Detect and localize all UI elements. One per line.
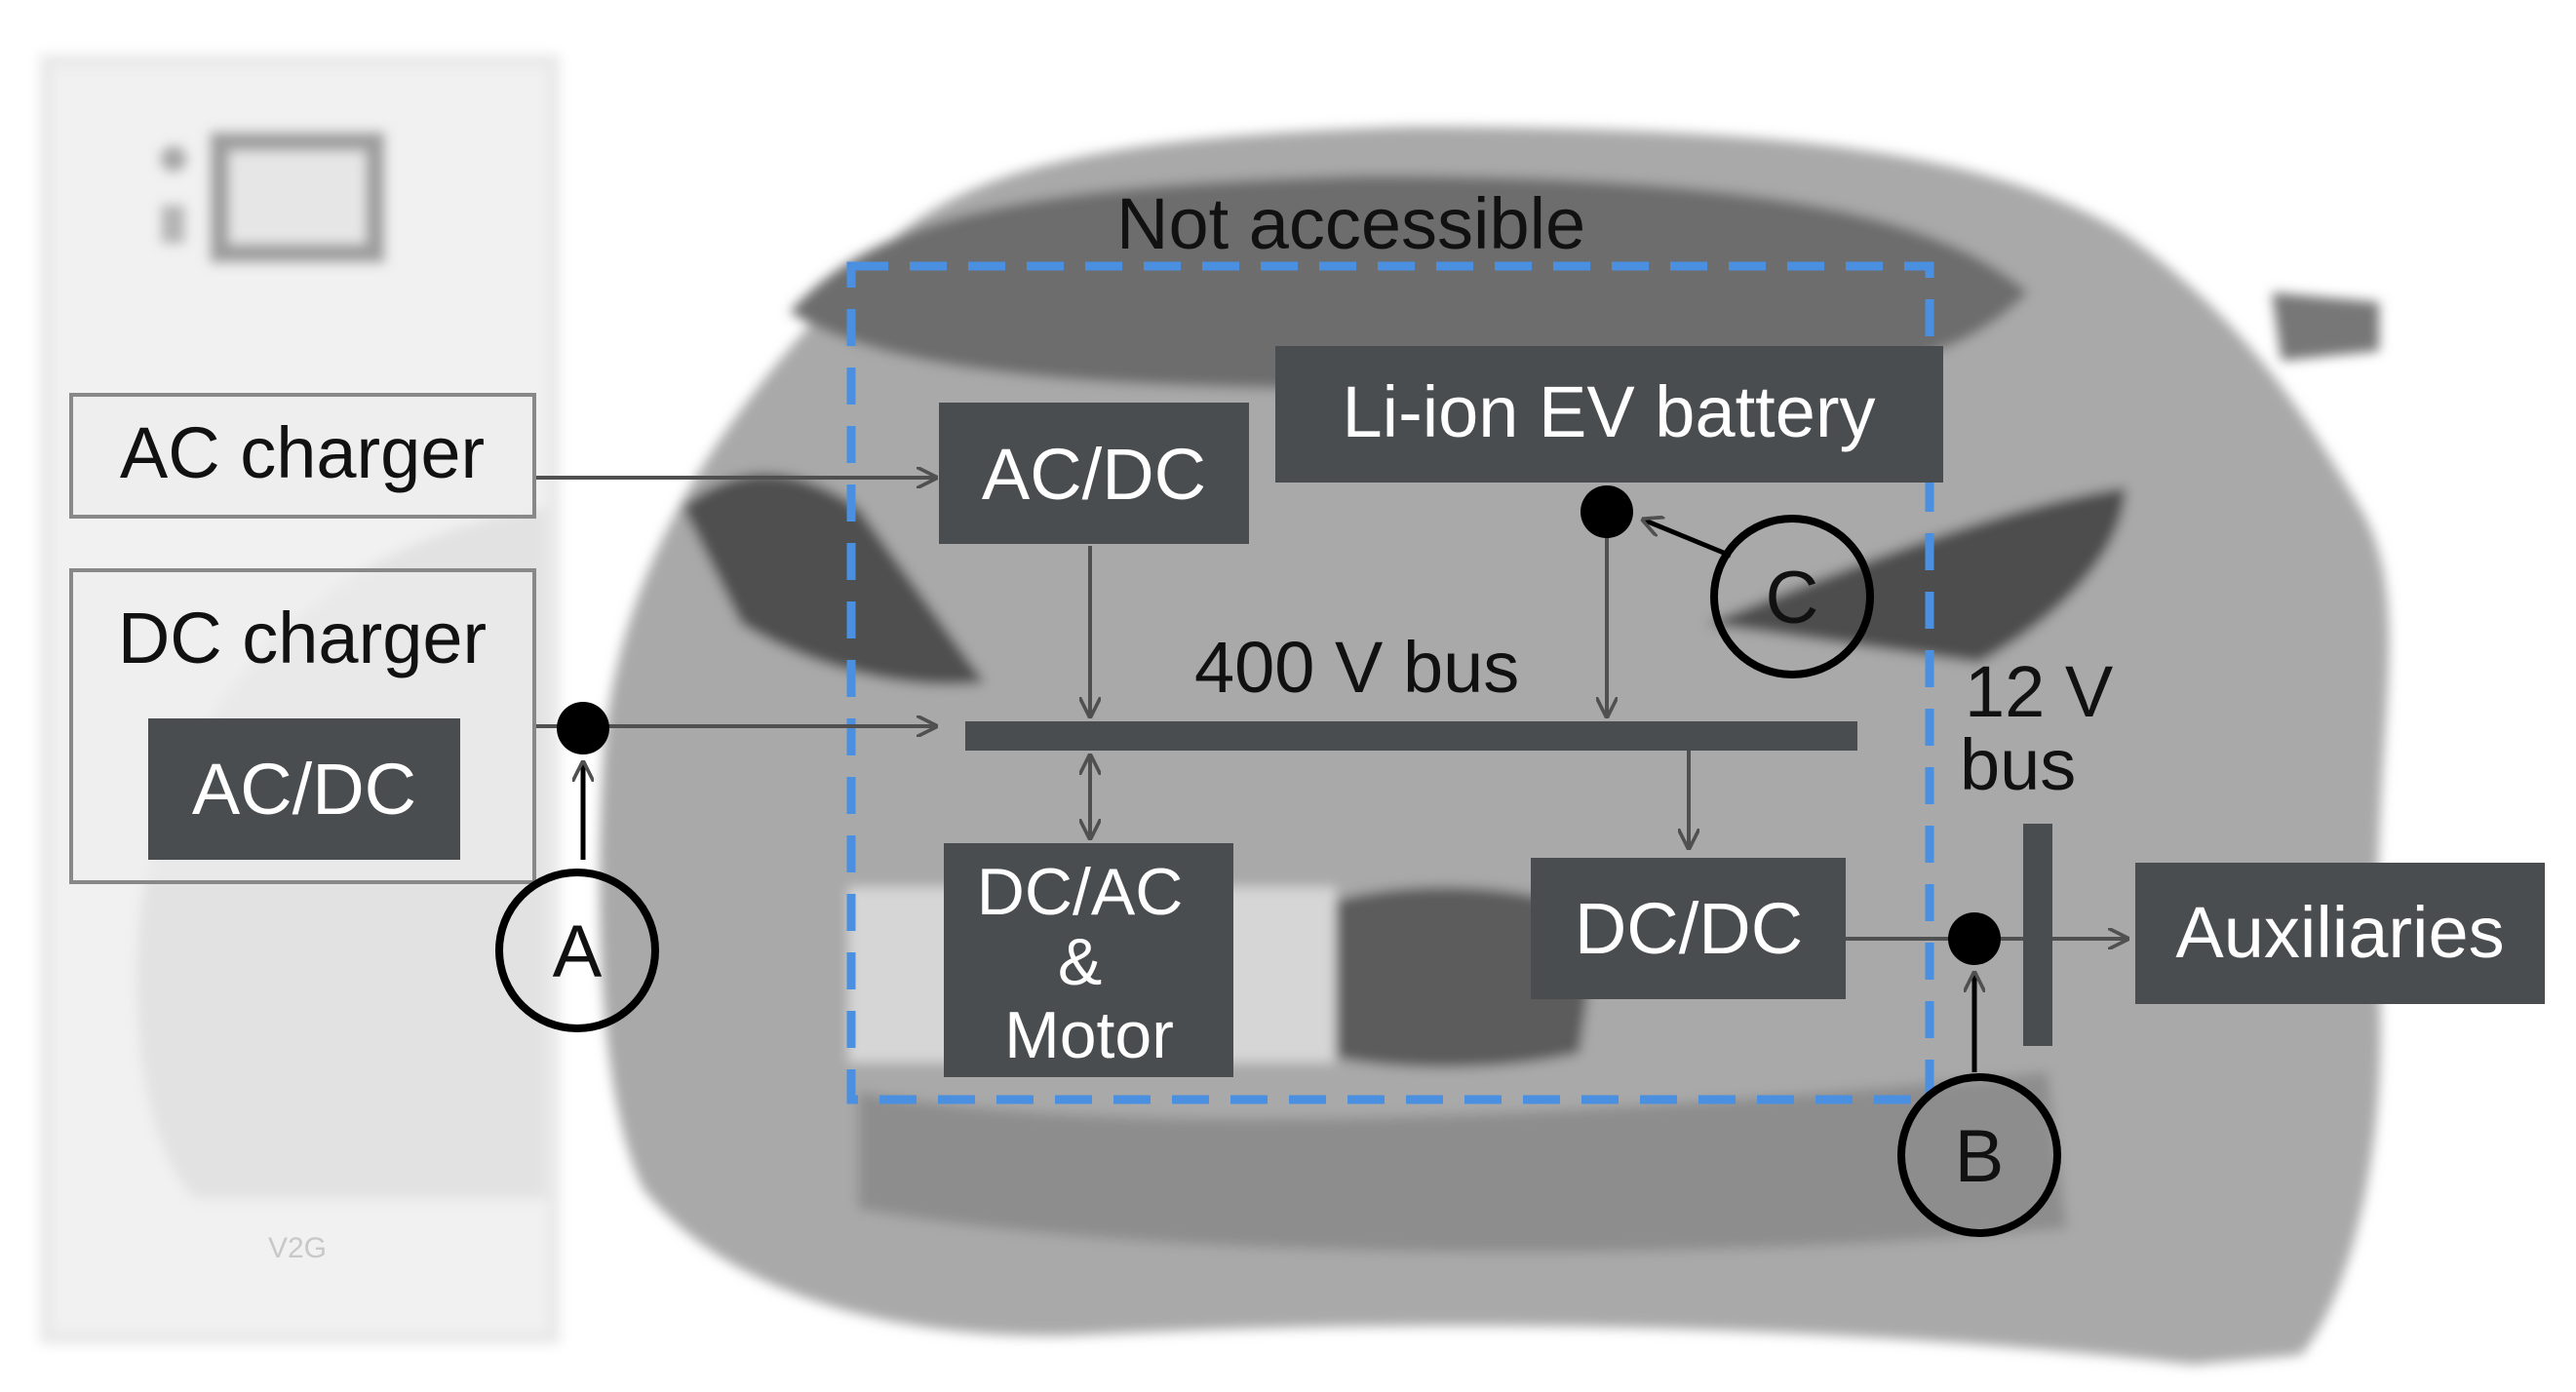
- battery-box: [1275, 346, 1943, 483]
- dcac-motor-line1: DC/AC: [977, 855, 1184, 929]
- dcac-motor-label: DC/AC & Motor: [977, 855, 1201, 1072]
- charger-logo-text: V2G: [268, 1232, 327, 1264]
- measurement-dot-a: [557, 702, 609, 754]
- measurement-label-a: A: [553, 910, 603, 993]
- auxiliaries-box: [2135, 863, 2545, 1004]
- ac-charger-label: AC charger: [120, 412, 485, 493]
- not-accessible-region: [846, 261, 1934, 1104]
- dcac-motor-line2: &: [1058, 925, 1102, 999]
- dcac-motor-line3: Motor: [1004, 998, 1174, 1072]
- battery-label: Li-ion EV battery: [1342, 371, 1875, 452]
- measurement-circle-a: [495, 869, 659, 1032]
- acdc-label: AC/DC: [982, 434, 1206, 515]
- lv-bus-label-line2: bus: [1960, 724, 2076, 805]
- lv-bus-label-line1: 12 V: [1965, 651, 2114, 732]
- lv-bus-bar: [2023, 824, 2052, 1046]
- hv-bus-label: 400 V bus: [1194, 627, 1519, 708]
- measurement-dot-c: [1581, 485, 1633, 538]
- measurement-dot-b: [1948, 912, 2001, 965]
- hv-bus-bar: [965, 721, 1857, 751]
- dc-charger-acdc-label: AC/DC: [192, 749, 416, 830]
- dc-charger-label: DC charger: [118, 598, 487, 678]
- measurement-label-b: B: [1955, 1115, 2005, 1198]
- auxiliaries-label: Auxiliaries: [2175, 892, 2504, 973]
- measurement-label-c: C: [1766, 557, 1819, 639]
- dc-charger-acdc-box: [148, 718, 460, 860]
- dcdc-label: DC/DC: [1575, 888, 1803, 969]
- dcdc-box: [1531, 858, 1846, 999]
- not-accessible-label: Not accessible: [1116, 183, 1585, 264]
- measurement-pointer-c: [1643, 520, 1732, 559]
- acdc-box: [939, 403, 1249, 544]
- dcac-motor-box: [944, 843, 1233, 1077]
- ac-charger-box: [69, 393, 536, 519]
- measurement-circle-c: [1710, 515, 1874, 678]
- measurement-circle-b: [1897, 1073, 2061, 1237]
- lv-bus-label: 12 V bus: [1960, 651, 2133, 805]
